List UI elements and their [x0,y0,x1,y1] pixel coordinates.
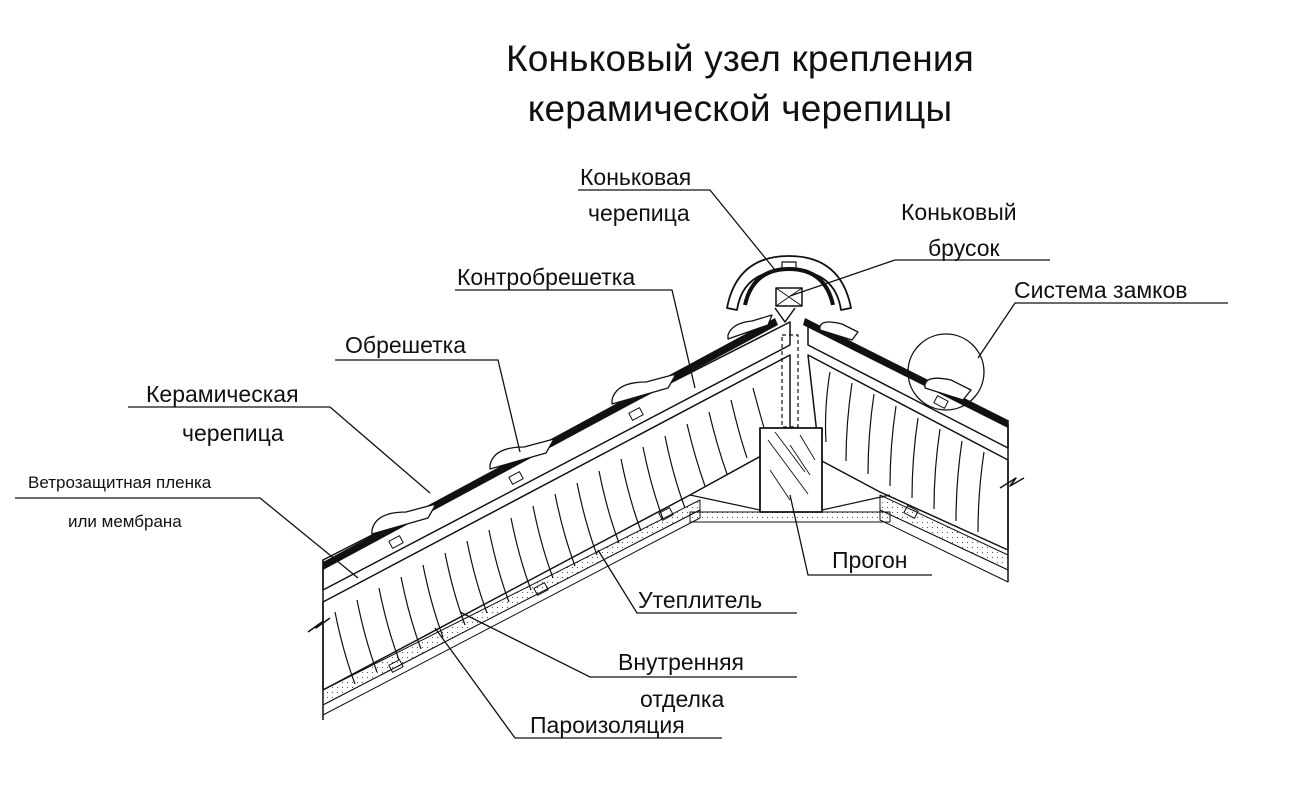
diagram-title-line-2: керамической черепицы [527,88,953,129]
label-batten: Обрешетка [345,332,467,358]
right-insulation-loops [824,371,985,533]
label-ridge-tile-line-1: Коньковая [580,164,692,190]
label-ridge-beam-line-1: Коньковый [901,199,1017,225]
left-batten-lugs [371,314,773,535]
label-ridge-beam-line-2: брусок [928,235,1000,261]
label-ridge-tile-line-2: черепица [588,200,690,226]
ceiling-finish [689,511,891,523]
ridge-post [781,334,799,428]
purlin-wood-grain [767,431,816,501]
label-insulation: Утеплитель [638,587,763,613]
lock-system-callout-circle [907,333,985,411]
label-ceramic-tile-line-1: Керамическая [146,381,299,407]
label-wind-film-line-2: или мембрана [68,512,182,531]
label-ceramic-tile-line-2: черепица [182,420,284,446]
label-wind-film-line-1: Ветрозащитная пленка [28,473,212,492]
label-counter-batten: Контробрешетка [457,264,636,290]
label-vapor-barrier: Пароизоляция [530,712,685,738]
label-inner-finish-line-1: Внутренняя [618,649,744,675]
label-inner-finish-line-2: отделка [640,686,725,712]
diagram-title-line-1: Коньковый узел крепления [506,38,974,79]
left-insulation-loops [334,387,768,685]
right-dark-membrane [803,318,1008,428]
counter-batten-ticks [388,395,949,673]
right-batten-lugs [819,321,972,401]
label-lock-system: Система замков [1014,277,1188,303]
leader-lines [15,189,1228,739]
label-purlin: Прогон [832,547,908,573]
